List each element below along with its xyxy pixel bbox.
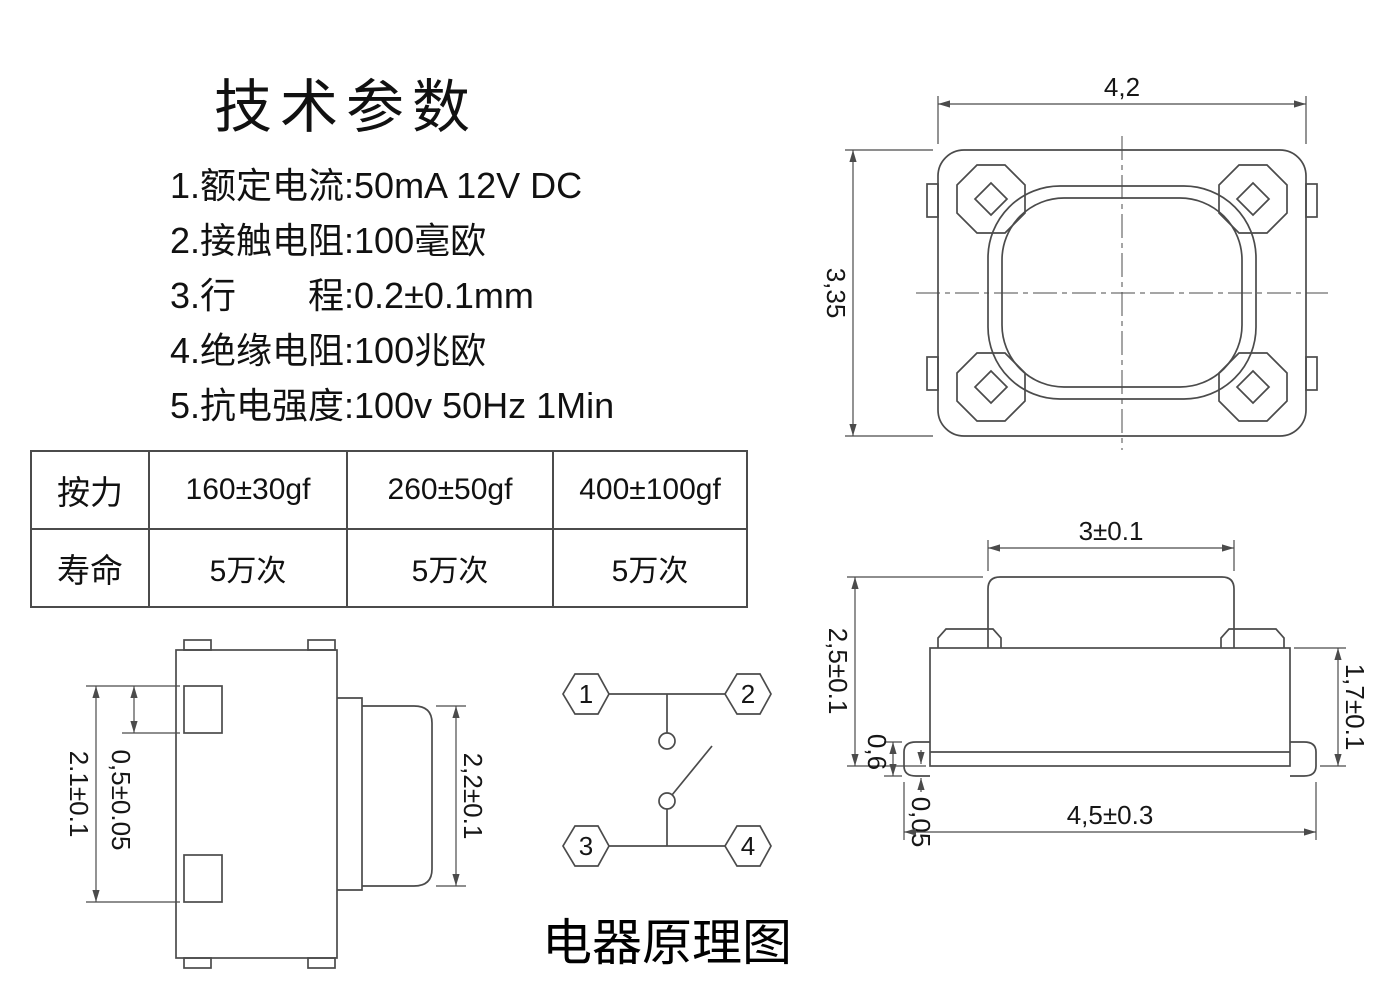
contact-upper <box>658 732 676 750</box>
life-cell-2: 5万次 <box>346 528 554 608</box>
pin-1-hexagon <box>562 673 610 715</box>
front-view-drawing: 2.1±0.1 0,5±0.05 2,2±0.1 <box>64 639 488 969</box>
schematic-drawing: 1 2 3 4 <box>562 673 772 867</box>
dim-button-width: 3±0.1 <box>1079 516 1144 546</box>
dim-bottom-width: 4,5±0.3 <box>1067 800 1154 830</box>
dim-body-height: 1,7±0.1 <box>1340 664 1370 751</box>
side-view-dimensions: 3±0.1 2,5±0.1 1,7±0.1 0,6 0,05 <box>823 516 1370 847</box>
force-cell-2: 260±50gf <box>346 450 554 530</box>
force-row-label: 按力 <box>30 450 150 530</box>
dim-pin-span: 2.1±0.1 <box>64 751 94 838</box>
schematic-title: 电器原理图 <box>542 915 792 971</box>
life-cell-1: 5万次 <box>148 528 348 608</box>
life-cell-3: 5万次 <box>552 528 748 608</box>
force-cell-3: 400±100gf <box>552 450 748 530</box>
life-row-label: 寿命 <box>30 528 150 608</box>
spec-item-4: 4.绝缘电阻:100兆欧 <box>170 330 487 371</box>
pin-3-label: 3 <box>579 831 593 861</box>
pin-4-label: 4 <box>741 831 755 861</box>
life-row: 寿命 5万次 5万次 5万次 <box>30 528 748 608</box>
pin-4-hexagon <box>724 825 772 867</box>
pin-3-hexagon <box>562 825 610 867</box>
dim-top-height: 3,35 <box>821 268 851 319</box>
dim-top-width: 4,2 <box>1104 72 1140 102</box>
spec-item-5: 5.抗电强度:100v 50Hz 1Min <box>170 385 615 426</box>
tech-params-title: 技术参数 <box>214 75 479 140</box>
force-cell-1: 160±30gf <box>148 450 348 530</box>
top-view-drawing: 4,2 3,35 <box>821 72 1328 450</box>
dim-total-height: 2,5±0.1 <box>823 628 853 715</box>
dim-button-height: 2,2±0.1 <box>458 753 488 840</box>
force-row: 按力 160±30gf 260±50gf 400±100gf <box>30 450 748 530</box>
side-view-drawing: 3±0.1 2,5±0.1 1,7±0.1 0,6 0,05 <box>823 516 1370 847</box>
pin-2-label: 2 <box>741 679 755 709</box>
pin-2-hexagon <box>724 673 772 715</box>
dim-standoff: 0,05 <box>906 797 936 848</box>
front-view-dimensions: 2.1±0.1 0,5±0.05 2,2±0.1 <box>64 685 488 903</box>
front-view-body-outline <box>175 639 433 969</box>
force-life-table: 按力 160±30gf 260±50gf 400±100gf 寿命 5万次 5万… <box>30 450 748 608</box>
top-view-dimensions: 4,2 3,35 <box>821 72 1307 437</box>
switch-arm <box>671 745 713 796</box>
schematic-wires <box>562 673 772 867</box>
spec-item-1: 1.额定电流:50mA 12V DC <box>170 165 583 206</box>
spec-item-3: 3.行 程:0.2±0.1mm <box>170 275 534 316</box>
pin-1-label: 1 <box>579 679 593 709</box>
spec-item-2: 2.接触电阻:100毫欧 <box>170 220 487 261</box>
dim-lead-height: 0,6 <box>862 734 892 770</box>
tech-params-section: 技术参数 1.额定电流:50mA 12V DC 2.接触电阻:100毫欧 3.行… <box>170 60 614 433</box>
side-view-body-outline <box>903 576 1317 777</box>
dim-pin-width: 0,5±0.05 <box>106 749 136 850</box>
